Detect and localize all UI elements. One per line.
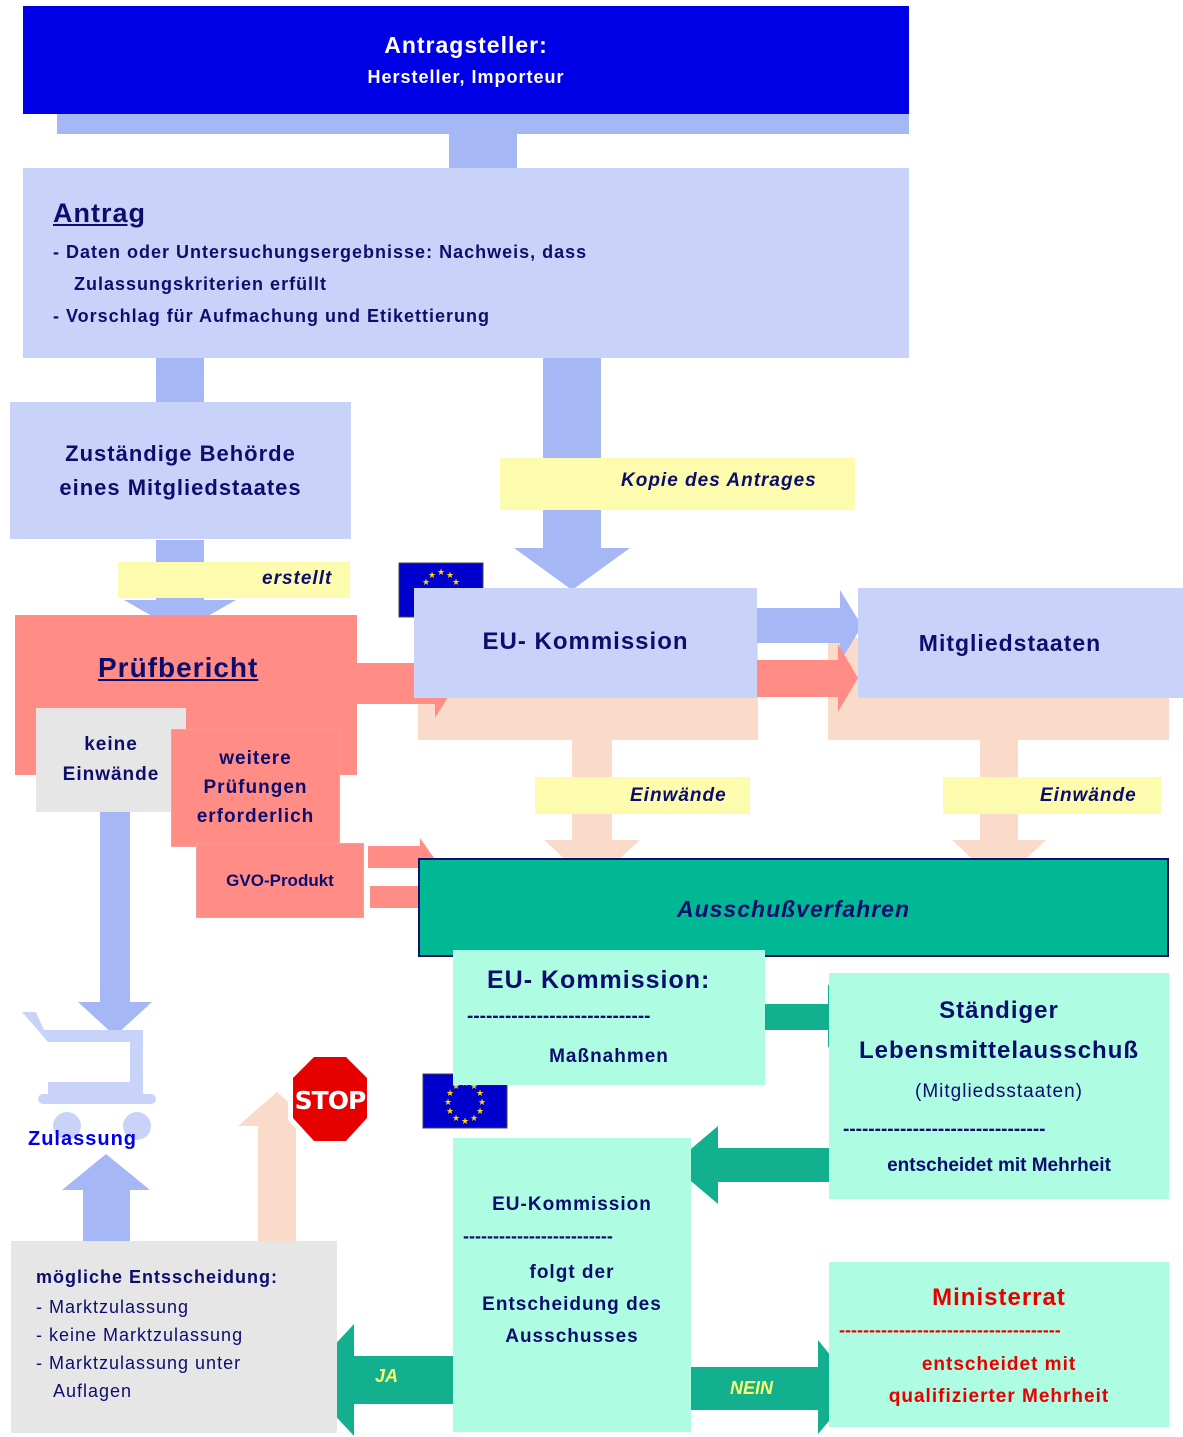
no-objections-box: keine Einwände	[36, 708, 186, 812]
council-title: Ministerrat	[932, 1284, 1066, 1311]
standing-committee-line-2: Lebensmittelausschuß	[858, 1037, 1140, 1064]
member-states-label: Mitgliedstaaten	[918, 629, 1102, 656]
application-line-2: Zulassungskriterien erfüllt	[74, 274, 328, 294]
svg-text:★: ★	[452, 578, 460, 588]
arrow-decision-to-approval	[62, 1154, 150, 1262]
svg-text:★: ★	[437, 568, 445, 578]
arrow-to-approval	[78, 800, 152, 1036]
further-tests-line-1: weitere	[219, 748, 292, 769]
svg-text:★: ★	[446, 1089, 454, 1099]
yes-label: JA	[375, 1366, 399, 1386]
eu-measures-body: Maßnahmen	[549, 1046, 669, 1067]
svg-text:★: ★	[428, 571, 436, 581]
no-objections-line-2: Einwände	[62, 764, 160, 785]
creates-label: erstellt	[262, 568, 333, 589]
objections-label-2: Einwände	[1040, 785, 1137, 806]
svg-text:★: ★	[452, 1082, 460, 1092]
committee-procedure-label: Ausschußverfahren	[676, 896, 910, 922]
approval-label: Zulassung	[28, 1128, 138, 1150]
arrow-decision-to-stop	[238, 1092, 316, 1258]
eu-measures-divider: -----------------------------	[467, 1006, 651, 1027]
svg-text:★: ★	[422, 578, 430, 588]
svg-text:★: ★	[461, 1117, 469, 1127]
eu-commission-box: EU- Kommission	[414, 588, 757, 698]
svg-text:★: ★	[452, 1114, 460, 1124]
svg-text:★: ★	[470, 1082, 478, 1092]
eu-follows-line-1: folgt der	[529, 1262, 615, 1283]
svg-text:★: ★	[478, 1098, 486, 1108]
no-objections-line-1: keine	[84, 734, 138, 755]
connector-applicant-antrag	[449, 130, 517, 170]
authority-line-1: Zuständige Behörde	[65, 440, 296, 466]
no-label: NEIN	[730, 1378, 774, 1398]
stop-sign-text: STOP	[294, 1085, 367, 1115]
authority-line-2: eines Mitgliedstaates	[59, 474, 302, 500]
copy-label: Kopie des Antrages	[621, 470, 817, 491]
further-tests-line-3: erforderlich	[196, 806, 315, 827]
eu-commission-label: EU- Kommission	[482, 628, 689, 655]
creates-label-box	[118, 562, 350, 598]
decision-title: mögliche Entsscheidung:	[36, 1267, 279, 1287]
application-line-3: - Vorschlag für Aufmachung und Etikettie…	[53, 306, 491, 326]
arrow-further-to-committee	[368, 838, 434, 876]
decision-item: - keine Marktzulassung	[36, 1325, 244, 1345]
svg-text:★: ★	[476, 1089, 484, 1099]
standing-committee-divider: --------------------------------	[843, 1119, 1046, 1140]
council-divider: -------------------------------------	[839, 1320, 1061, 1340]
authority-box: Zuständige Behörde eines Mitgliedstaates	[10, 402, 351, 539]
arrow-yes	[302, 1324, 473, 1436]
decision-item: - Marktzulassung	[36, 1297, 190, 1317]
eu-follows-box: EU-Kommission ------------------------- …	[453, 1138, 691, 1432]
standing-committee-line-3: (Mitgliedsstaaten)	[915, 1081, 1083, 1102]
standing-committee-line-1: Ständiger	[939, 997, 1059, 1024]
eu-measures-title: EU- Kommission:	[487, 966, 711, 994]
council-box: Ministerrat ----------------------------…	[829, 1262, 1169, 1427]
applicant-title: Antragsteller:	[384, 32, 548, 58]
eu-follows-line-3: Ausschusses	[505, 1326, 639, 1347]
application-box: Antrag - Daten oder Untersuchungsergebni…	[23, 168, 909, 358]
council-line-2: qualifizierter Mehrheit	[888, 1386, 1110, 1407]
copy-label-box	[500, 458, 855, 510]
eu-measures-box: EU- Kommission: ------------------------…	[453, 950, 765, 1085]
eu-follows-divider: -------------------------	[463, 1226, 613, 1246]
council-line-1: entscheidet mit	[921, 1354, 1077, 1375]
stop-sign-icon	[288, 1052, 372, 1146]
application-heading: Antrag	[53, 198, 146, 228]
svg-text:★: ★	[444, 1098, 452, 1108]
report-title: Prüfbericht	[98, 652, 259, 683]
svg-text:★: ★	[446, 1107, 454, 1117]
svg-text:★: ★	[446, 571, 454, 581]
eu-follows-title: EU-Kommission	[492, 1194, 652, 1215]
standing-committee-body: entscheidet mit Mehrheit	[887, 1155, 1111, 1176]
standing-committee-box: Ständiger Lebensmittelausschuß (Mitglied…	[829, 973, 1169, 1199]
member-states-box: Mitgliedstaaten	[858, 588, 1183, 698]
arrow-committee-to-eu	[672, 1126, 843, 1204]
decision-box: mögliche Entsscheidung: - Marktzulassung…	[11, 1241, 337, 1433]
objections-label-1-box	[535, 777, 750, 814]
further-tests-line-2: Prüfungen	[203, 777, 308, 798]
further-tests-box: weitere Prüfungen erforderlich	[171, 729, 340, 847]
committee-procedure-box: Ausschußverfahren	[418, 858, 1169, 957]
svg-text:★: ★	[470, 1114, 478, 1124]
decision-item: Auflagen	[53, 1381, 133, 1401]
arrow-no	[670, 1340, 857, 1434]
arrow-eu-to-member-blue	[723, 590, 862, 662]
application-line-1: - Daten oder Untersuchungsergebnisse: Na…	[53, 242, 588, 262]
svg-text:★: ★	[476, 1107, 484, 1117]
arrow-measures-to-committee	[745, 984, 848, 1048]
applicant-subtitle: Hersteller, Importeur	[367, 67, 565, 87]
objections-label-2-box	[943, 777, 1161, 814]
objections-label-1: Einwände	[630, 785, 727, 806]
decision-item: - Marktzulassung unter	[36, 1353, 242, 1373]
applicant-box: Antragsteller: Hersteller, Importeur	[23, 6, 909, 114]
eu-follows-line-2: Entscheidung des	[482, 1294, 662, 1315]
gmo-box: GVO-Produkt	[196, 843, 364, 918]
gmo-label: GVO-Produkt	[226, 870, 334, 890]
shopping-cart-icon	[22, 1012, 156, 1140]
